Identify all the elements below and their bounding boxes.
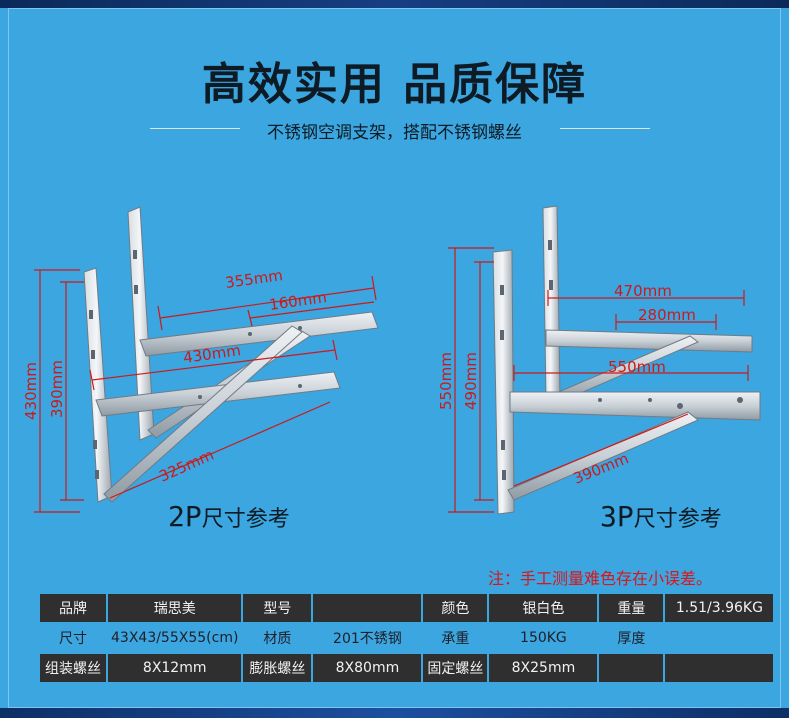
dim-3p-280: 280mm <box>638 306 696 324</box>
bottom-band <box>0 708 789 718</box>
spec-cell: 8X80mm <box>311 652 424 684</box>
bracket-2p-image <box>83 206 379 503</box>
subtitle-rule-right <box>560 128 650 129</box>
spec-cell: 瑞思美 <box>105 592 244 624</box>
spec-cell: 承重 <box>441 631 470 647</box>
dimension-lines-3p <box>448 247 749 513</box>
spec-cell: 固定螺丝 <box>421 652 490 684</box>
dim-3p-470: 470mm <box>614 282 672 300</box>
caption-2p: 2P尺寸参考 <box>168 500 290 533</box>
top-band <box>0 0 789 8</box>
dim-2p-430v: 430mm <box>22 362 40 420</box>
spec-table: 品牌 瑞思美 型号 颜色 银白色 重量 1.51/3.96KG 尺寸 43X43… <box>38 592 776 684</box>
spec-cell: 品牌 <box>38 592 108 624</box>
dim-3p-550v: 550mm <box>437 352 455 410</box>
spec-cell <box>664 623 774 653</box>
spec-cell: 1.51/3.96KG <box>663 592 776 624</box>
page-title: 高效实用 品质保障 <box>201 59 588 110</box>
spec-cell: 尺寸 <box>59 631 87 647</box>
bracket-3p-image <box>492 205 761 515</box>
spec-row-1: 品牌 瑞思美 型号 颜色 银白色 重量 1.51/3.96KG <box>38 592 776 624</box>
spec-cell <box>311 592 424 624</box>
spec-cell: 43X43/55X55(cm) <box>111 630 239 646</box>
subtitle-rule-left <box>150 128 240 129</box>
dimension-lines-2p <box>34 269 377 513</box>
caption-3p-sub: 尺寸参考 <box>633 507 722 532</box>
spec-cell: 8X25mm <box>487 652 600 684</box>
spec-row-3: 组装螺丝 8X12mm 膨胀螺丝 8X80mm 固定螺丝 8X25mm <box>38 652 776 684</box>
dim-2p-160: 160mm <box>268 288 328 314</box>
spec-cell <box>597 652 666 684</box>
spec-cell: 材质 <box>263 631 292 647</box>
dim-2p-390v: 390mm <box>48 360 66 418</box>
spec-cell: 150KG <box>520 630 567 646</box>
spec-cell: 颜色 <box>421 592 490 624</box>
inner-frame <box>8 8 781 708</box>
page-subtitle: 不锈钢空调支架，搭配不锈钢螺丝 <box>267 123 522 143</box>
caption-2p-main: 2P <box>168 500 202 533</box>
caption-3p: 3P尺寸参考 <box>600 500 722 533</box>
spec-cell: 组装螺丝 <box>38 652 108 684</box>
spec-cell: 银白色 <box>487 592 600 624</box>
spec-row-2: 尺寸 43X43/55X55(cm) 材质 201不锈钢 承重 150KG 厚度 <box>39 623 774 653</box>
spec-cell: 重量 <box>597 592 666 624</box>
spec-cell: 8X12mm <box>105 652 244 684</box>
dim-3p-550h: 550mm <box>608 358 666 376</box>
measurement-note: 注：手工测量难色存在小误差。 <box>488 569 713 588</box>
dim-2p-355: 355mm <box>224 266 284 292</box>
spec-cell: 201不锈钢 <box>333 631 402 647</box>
spec-cell <box>663 652 776 684</box>
spec-cell: 厚度 <box>617 631 646 647</box>
caption-2p-sub: 尺寸参考 <box>201 507 290 532</box>
product-illustrations: 355mm 160mm 430mm 325mm 430mm 390mm 47 <box>22 205 761 515</box>
caption-3p-main: 3P <box>600 500 634 533</box>
spec-cell: 型号 <box>241 592 314 624</box>
spec-cell: 膨胀螺丝 <box>241 652 314 684</box>
dim-3p-490v: 490mm <box>462 352 480 410</box>
